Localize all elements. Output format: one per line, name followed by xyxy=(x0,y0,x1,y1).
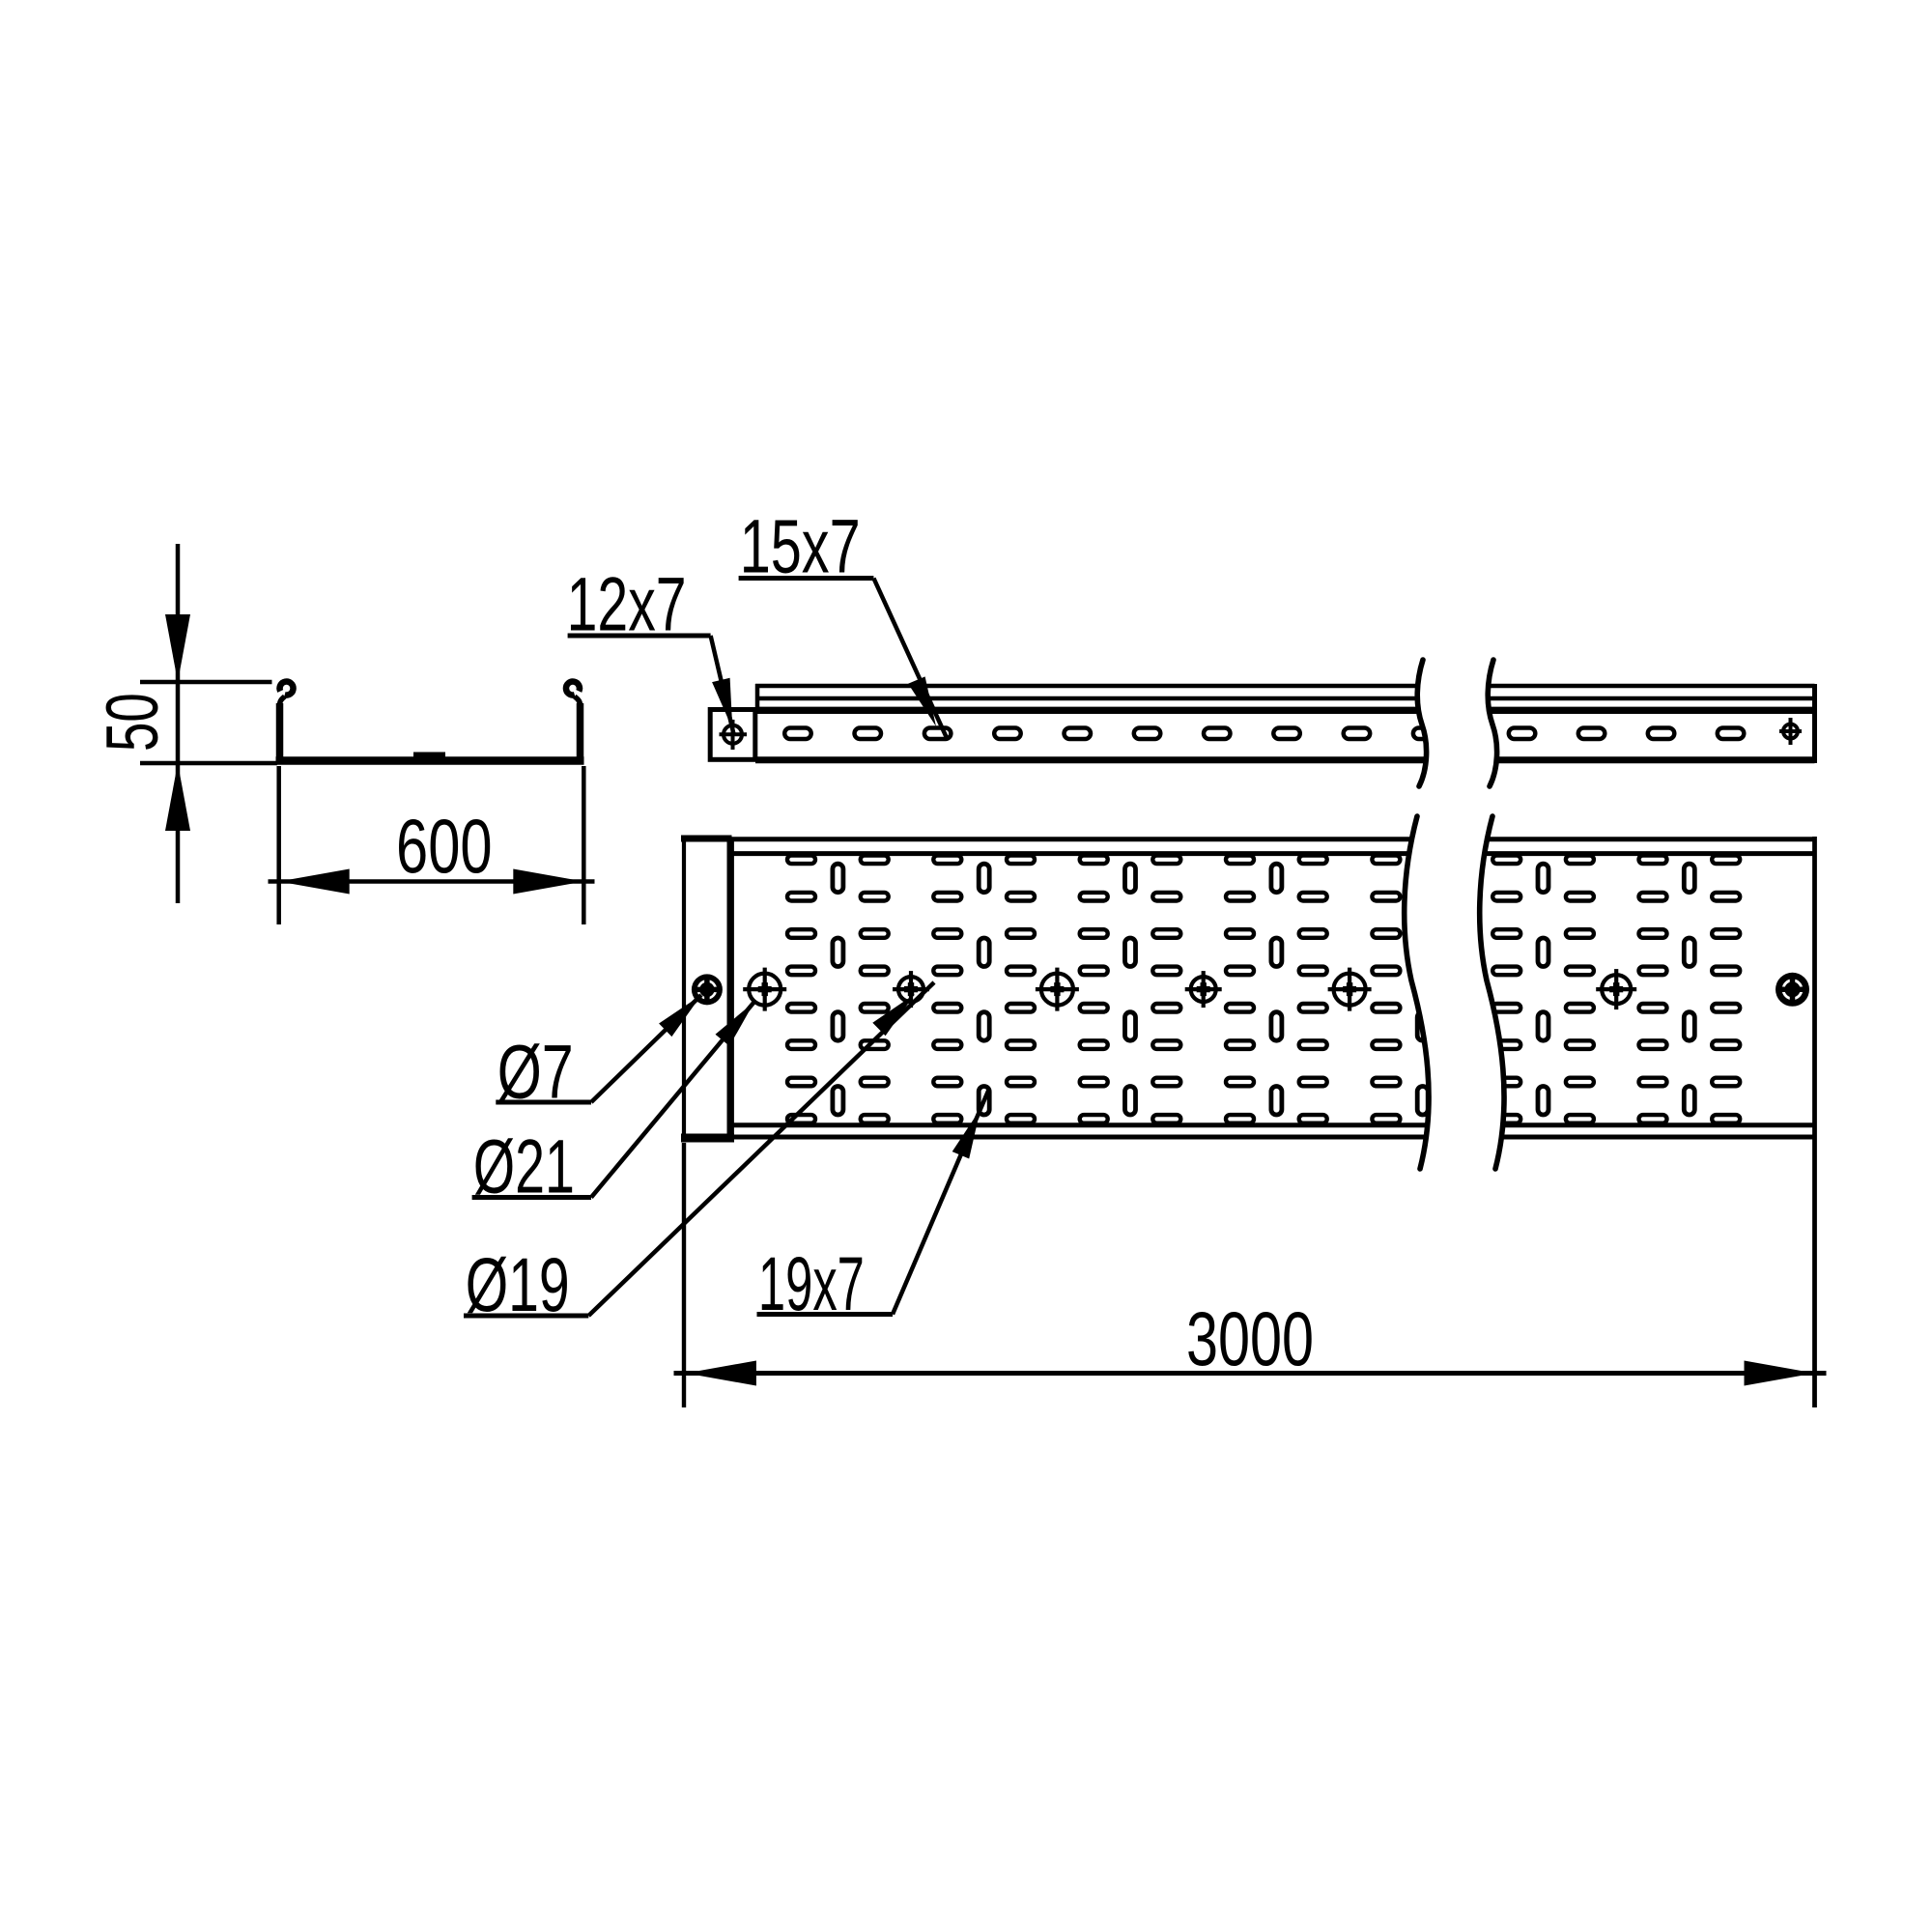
svg-text:Ø19: Ø19 xyxy=(466,1241,570,1327)
svg-text:12x7: 12x7 xyxy=(567,561,687,647)
svg-text:50: 50 xyxy=(92,693,174,752)
svg-text:600: 600 xyxy=(396,803,493,889)
svg-text:Ø21: Ø21 xyxy=(473,1123,575,1209)
svg-text:3000: 3000 xyxy=(1186,1295,1314,1381)
svg-text:15x7: 15x7 xyxy=(740,503,861,589)
